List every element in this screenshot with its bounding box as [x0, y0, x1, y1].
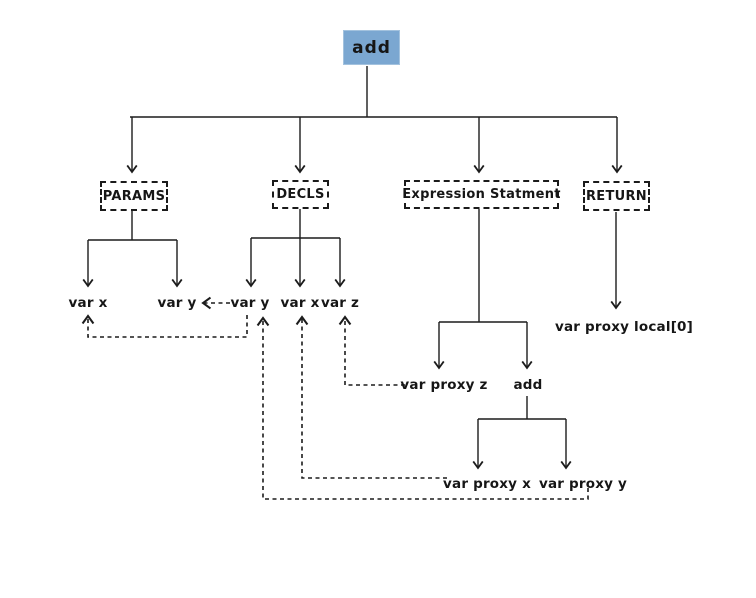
leaf-params-var-x: var x: [68, 295, 108, 311]
leaf-var-proxy-x: var proxy x: [443, 476, 531, 492]
leaf-var-proxy-z: var proxy z: [400, 377, 488, 393]
branch-decls: DECLS: [272, 180, 329, 209]
branch-params: PARAMS: [100, 181, 168, 211]
branch-return: RETURN: [583, 181, 650, 211]
leaf-add-call: add: [513, 377, 543, 393]
branch-expression-statement: Expression Statment: [402, 180, 560, 209]
ref-edge-proxy-z-to-decls-z: [338, 315, 405, 386]
ref-edge-decls-y-to-params-x: [81, 314, 248, 338]
leaf-decls-var-x: var x: [280, 295, 320, 311]
leaf-decls-var-z: var z: [320, 295, 360, 311]
reference-edges: [81, 296, 589, 500]
leaf-var-proxy-y: var proxy y: [538, 476, 628, 492]
leaf-params-var-y: var y: [157, 295, 197, 311]
leaf-decls-var-y: var y: [230, 295, 270, 311]
leaf-return-value: var proxy local[0]: [554, 319, 694, 335]
root-node-add: add: [343, 30, 400, 65]
ref-edge-proxy-y-to-decls-y: [256, 316, 589, 500]
ref-edge-proxy-x-to-decls-x: [295, 315, 447, 479]
tree-edges: [82, 66, 623, 470]
